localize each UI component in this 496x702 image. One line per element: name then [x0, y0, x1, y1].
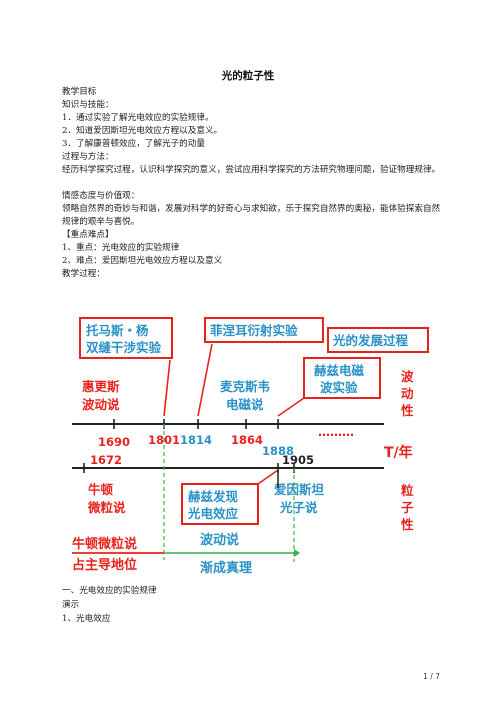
text-line: 知识与技能：: [62, 100, 114, 110]
year-1864: 1864: [231, 433, 263, 447]
hertz-wave-label-1: 赫兹电磁: [314, 363, 365, 378]
huygens-label-1: 惠更斯: [82, 379, 120, 394]
hertz-wave-arrow: [277, 397, 305, 417]
text-line: 教学目标: [62, 87, 97, 97]
timeline-dots: ………: [318, 425, 354, 439]
text-line: 2．知道爱因斯坦光电效应方程以及意义。: [62, 126, 223, 136]
particle-side-2: 子: [401, 500, 414, 515]
hertz-photo-label-1: 赫兹发现: [188, 489, 239, 504]
huygens-label-2: 波动说: [82, 397, 120, 412]
young-label-1: 托马斯・杨: [86, 323, 149, 338]
particle-side-1: 粒: [401, 483, 414, 498]
text-line: 3．了解康普顿效应，了解光子的动量: [62, 139, 205, 149]
newton-dominant-2: 占主导地位: [72, 557, 137, 573]
fresnel-arrow: [197, 343, 213, 417]
text-line: 教学过程：: [62, 269, 105, 279]
wave-side-2: 动: [401, 386, 414, 401]
einstein-label-1: 爱因斯坦: [274, 482, 325, 497]
hertz-photo-label-2: 光电效应: [187, 506, 239, 521]
text-line: 1、光电效应: [62, 614, 111, 624]
einstein-label-2: 光子说: [279, 500, 318, 515]
hertz-photo-box: [181, 483, 259, 525]
text-paragraph: 领略自然界的奇妙与和谐，发展对科学的好奇心与求知欲，乐于探究自然界的奥秘，能体验…: [62, 204, 441, 227]
newton-dominant-1: 牛顿微粒说: [72, 536, 137, 552]
page-number: 1 / 7: [423, 672, 440, 681]
text-line: 2、难点：爱因斯坦光电效应方程以及意义: [62, 256, 223, 266]
hertz-wave-box: [303, 357, 381, 399]
year-1905: 1905: [282, 453, 314, 467]
young-arrow: [163, 359, 171, 417]
wave-side-3: 性: [400, 403, 414, 418]
wave-arrow-head: [294, 549, 300, 557]
year-1672: 1672: [90, 453, 122, 467]
maxwell-label-2: 电磁说: [226, 397, 264, 412]
text-line: 演示: [62, 600, 80, 610]
hertz-wave-label-2: 波实验: [320, 380, 358, 395]
year-1888: 1888: [262, 444, 294, 458]
wave-side-1: 波: [401, 369, 414, 384]
newton-label-2: 微粒说: [87, 500, 126, 515]
fresnel-box: [204, 317, 324, 343]
wave-theory-label: 波动说: [200, 532, 239, 548]
history-box: [327, 327, 429, 353]
history-label: 光的发展过程: [332, 333, 409, 348]
young-label-2: 双缝干涉实验: [85, 340, 162, 355]
young-box: [79, 317, 173, 359]
hertz-photo-arrow: [257, 469, 279, 485]
particle-side-3: 性: [400, 517, 414, 532]
newton-label-1: 牛顿: [88, 482, 114, 497]
fresnel-label: 菲涅耳衍射实验: [210, 323, 298, 338]
text-line: 1、重点：光电效应的实验规律: [62, 243, 180, 253]
text-line: 情感态度与价值观：: [62, 191, 140, 201]
section-heading: 【重点难点】: [62, 230, 114, 240]
text-line: 过程与方法：: [62, 152, 114, 162]
section-heading: 一、光电效应的实验规律: [62, 586, 157, 596]
maxwell-label-1: 麦克斯韦: [220, 379, 270, 394]
page-title: 光的粒子性: [221, 70, 275, 82]
axis-label: T/年: [384, 444, 413, 461]
truth-label: 渐成真理: [200, 560, 252, 576]
light-history-timeline: 托马斯・杨 双缝干涉实验 菲涅耳衍射实验 光的发展过程 赫兹电磁 波实验 惠更斯…: [72, 317, 429, 576]
text-line: 1．通过实验了解光电效应的实验规律。: [62, 113, 214, 123]
text-paragraph: 经历科学探究过程，认识科学探究的意义，尝试应用科学探究的方法研究物理问题，验证物…: [62, 165, 441, 175]
year-1814: 1814: [180, 433, 212, 447]
year-1690: 1690: [98, 435, 130, 449]
